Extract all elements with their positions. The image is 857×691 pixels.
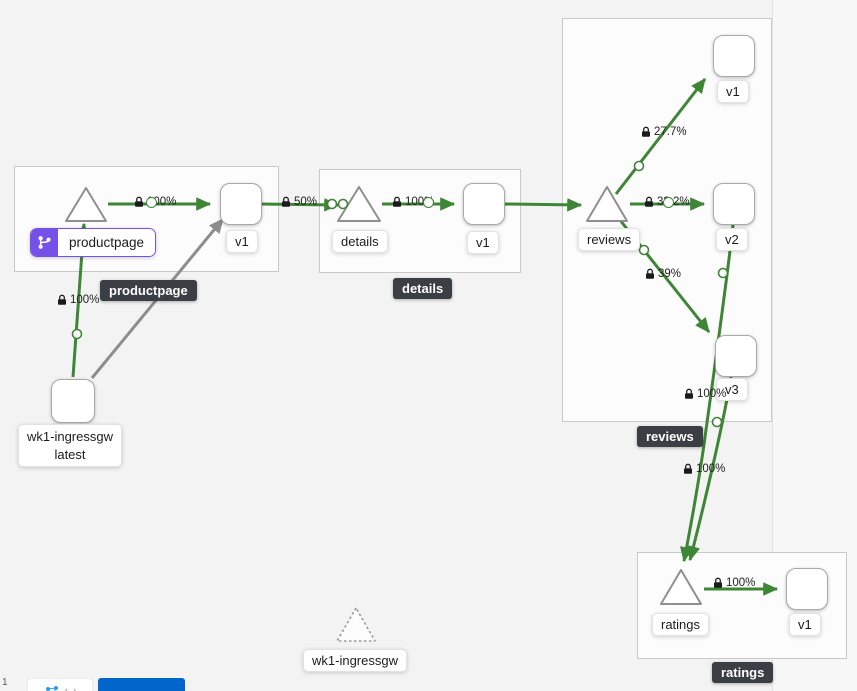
graph-layout-button[interactable] [27,678,93,691]
edge-label-productpage-v1[interactable]: 100% [134,196,176,208]
node-label-ingressgw-workload[interactable]: wk1-ingressgw latest [18,424,122,468]
workload-node-ratings-v1[interactable] [786,568,828,610]
mtls-lock-icon [282,196,290,207]
edge-label-v2-ratings[interactable]: 100% [683,463,725,475]
mtls-lock-icon [642,126,650,137]
workload-node-productpage-v1[interactable] [220,183,262,225]
workload-node-ingressgw[interactable] [51,379,95,423]
service-triangle-productpage[interactable] [65,187,107,222]
edge-label-v1-details[interactable]: 50% [281,196,317,208]
edge-label-reviews-v3[interactable]: 39% [645,268,681,280]
mtls-lock-icon [646,268,654,279]
workload-node-reviews-v3[interactable] [715,335,757,377]
mtls-lock-icon [684,463,692,474]
edge-v1-to-details[interactable] [259,198,340,212]
node-label-reviews-service[interactable]: reviews [578,228,641,251]
node-label-productpage-v1[interactable]: v1 [226,230,258,253]
edge-label-reviews-v1[interactable]: 27.7% [641,126,687,138]
workload-node-reviews-v2[interactable] [713,183,755,225]
ingressgw-version: latest [54,446,86,462]
edge-waypoint-circles [71,160,729,428]
edge-v1-to-reviews[interactable] [503,198,583,212]
mtls-lock-icon [645,196,653,207]
edge-label-ingress-productpage[interactable]: 100% [57,294,99,306]
productpage-service-label-badge[interactable]: productpage [30,228,157,257]
productpage-service-label: productpage [58,229,156,256]
mtls-lock-icon [135,196,143,207]
code-branch-icon [31,229,58,256]
service-triangle-ingress-idle[interactable] [336,607,376,642]
group-tag-productpage[interactable]: productpage [100,280,197,301]
edge-label-details-v1[interactable]: 100% [392,196,434,208]
mtls-lock-icon [393,196,401,207]
refresh-icon [64,686,76,691]
node-label-reviews-v1[interactable]: v1 [717,80,749,103]
service-triangle-details[interactable] [337,186,381,222]
edge-waypoint-circle [663,197,674,208]
node-label-ratings-v1[interactable]: v1 [789,613,821,636]
service-triangle-reviews[interactable] [586,186,628,222]
node-label-ratings-service[interactable]: ratings [652,613,710,636]
node-label-reviews-v3[interactable]: v3 [716,378,748,401]
workload-node-reviews-v1[interactable] [713,35,755,77]
ingressgw-name: wk1-ingressgw [27,429,113,444]
node-label-reviews-v2[interactable]: v2 [716,228,748,251]
mtls-lock-icon [58,294,66,305]
edge-waypoint-circle [423,197,434,208]
edge-reviews-to-v1[interactable] [614,78,707,195]
node-label-ingressgw-service[interactable]: wk1-ingressgw [303,649,407,672]
network-graph-icon [45,686,58,691]
service-triangle-ratings[interactable] [660,569,702,605]
group-tag-ratings[interactable]: ratings [712,662,774,683]
node-label-details-v1[interactable]: v1 [467,231,499,254]
mtls-lock-icon [714,577,722,588]
node-label-details-service[interactable]: details [332,230,388,253]
edge-label-ratings-v1[interactable]: 100% [713,577,755,589]
zoom-level-fragment: 1 [2,677,8,688]
legend-button[interactable] [98,678,185,691]
edge-waypoint-circle [146,197,157,208]
edge-label-reviews-v2[interactable]: 33.2% [644,196,690,208]
workload-node-details-v1[interactable] [463,183,505,225]
mtls-lock-icon [685,388,693,399]
group-tag-details[interactable]: details [393,278,453,299]
edge-label-v3-ratings[interactable]: 100% [684,388,726,400]
group-tag-reviews[interactable]: reviews [637,426,703,447]
